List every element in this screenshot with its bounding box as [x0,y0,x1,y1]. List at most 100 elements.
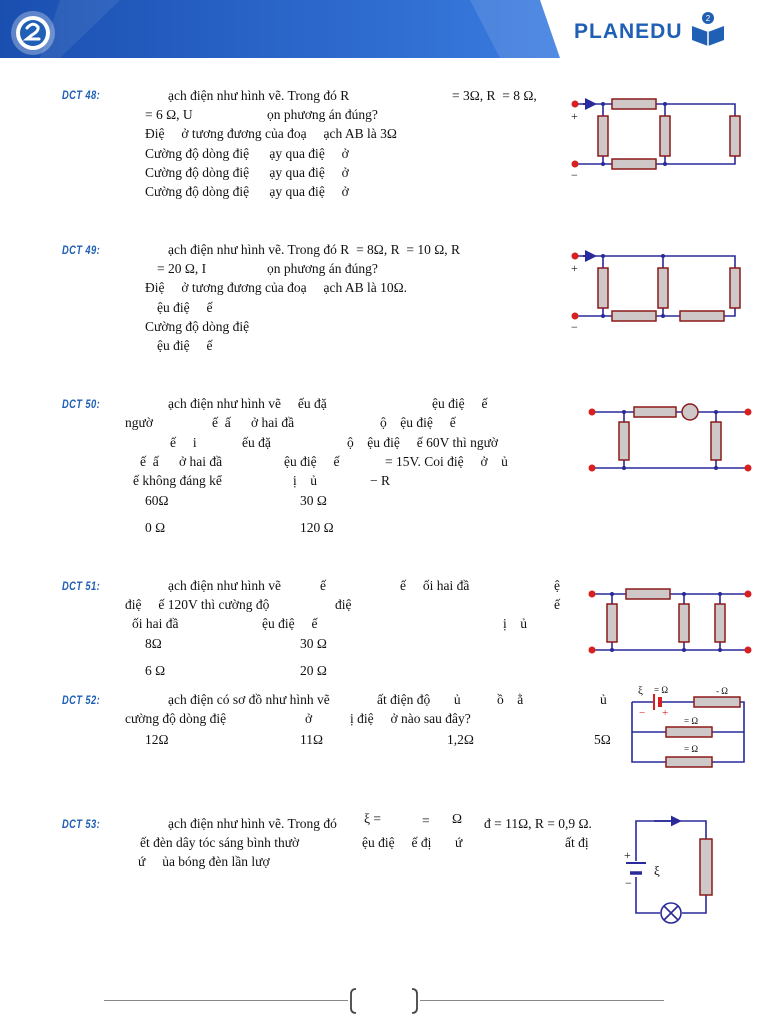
minus-sign: − [571,320,578,332]
question-label: DCT 52: [62,693,101,707]
question-label: DCT 53: [62,817,101,831]
question-text: ệ [554,578,560,593]
circuit-figure-50 [588,403,752,472]
option-text: Điệ ở tương đương của đoạ ạch AB là 10Ω. [145,280,408,295]
question-text: điệ [335,597,352,612]
option-b: 11Ω [300,732,324,747]
option-d: 120 Ω [300,520,334,535]
question-text: ứ ủa bóng đèn lần lượ [138,854,270,869]
question-label: DCT 49: [62,243,101,257]
question-text: ạch điện như hình vẽ. Trong đó [168,816,337,831]
emf-value: = Ω [654,685,668,695]
emf-symbol: ξ [638,685,643,697]
svg-text:2: 2 [706,14,711,23]
emf-symbol: ξ [654,863,660,878]
question-text: ộ ệu điệ ế [380,415,456,430]
book-icon: 2 [692,12,724,46]
question-text: ệu điệ ế [284,454,340,469]
question-text: ọn phương án đúng? [267,107,378,122]
option-d: 5Ω [594,732,611,747]
option-text: Cường độ dòng điệ ạy qua điệ ở [145,184,349,199]
question-text: đ = 11Ω, R = 0,9 Ω. [484,816,592,831]
option-text: Cường độ dòng điệ [145,319,250,334]
question-text: cường độ dòng điệ [125,711,227,726]
minus-sign: − [571,168,578,180]
question-text: = 20 Ω, I [157,261,207,276]
option-c: 6 Ω [145,663,166,678]
page-number-bracket [350,988,418,1014]
option-c: 0 Ω [145,520,166,535]
question-text: = 15V. Coi điệ ở ủ [385,454,508,469]
question-text: ạch điện như hình vẽ [168,578,282,593]
option-text: Cường độ dòng điệ ạy qua điệ ở [145,146,349,161]
question-text: = 6 Ω, U [145,107,193,122]
question-text: ồ ằ [497,692,524,707]
option-b: 30 Ω [300,493,327,508]
question-text: ạch điện như hình vẽ ếu đặ [168,396,327,411]
question-text: điệ ế 120V thì cường độ [125,597,270,612]
question-text: = [422,813,430,828]
question-text: ế [554,597,560,612]
question-text: ết đèn dây tóc sáng bình thườ [140,835,300,850]
question-text: = 3Ω, R = 8 Ω, [452,88,537,103]
header-banner [0,0,560,58]
question-text: ối hai đầ [132,616,179,631]
question-text: ị điệ ở nào sau đây? [350,711,471,726]
question-text: ủ [600,692,607,707]
resistor-label: = Ω [684,716,698,726]
circuit-figure-48: + − [571,98,741,180]
footer-divider [420,1000,664,1001]
question-text: ạch điện như hình vẽ. Trong đó R = 8Ω, R… [168,242,460,257]
option-text: ệu điệ ế [157,338,213,353]
question-text: ế i [170,435,197,450]
resistor-label: - Ω [716,686,728,696]
question-text: ế [320,578,326,593]
question-label: DCT 50: [62,397,101,411]
question-text: Ω [452,811,463,826]
option-text: Điệ ở tương đương của đoạ ạch AB là 3Ω [145,126,397,141]
question-text: ξ = [364,811,382,826]
minus-sign: − [625,876,632,890]
question-text: ệu điệ ế [432,396,488,411]
question-text: ộ ệu điệ ế 60V thì ngườ [347,435,499,450]
question-text: ếu đặ [242,435,271,450]
question-text: ị ủ [503,616,528,631]
option-b: 30 Ω [300,636,327,651]
question-text: ất điện độ ủ [377,692,461,707]
brand-name: PLANEDU [574,20,683,43]
question-text: ạch điện có sơ đồ như hình vẽ [168,692,330,707]
option-a: 12Ω [145,732,169,747]
option-text: Cường độ dòng điệ ạy qua điệ ở [145,165,349,180]
question-text: ở [305,711,313,726]
circuit-figure-53: + − ξ [624,815,713,924]
question-text: ế ối hai đầ [400,578,470,593]
circuit-figure-52: ξ = Ω - Ω = Ω = Ω − + [631,685,745,768]
plus-sign: + [624,848,631,862]
circuit-figure-49: + − [571,250,741,332]
option-a: 60Ω [145,493,169,508]
question-text: ế ấ ở hai đầ [140,454,223,469]
option-d: 20 Ω [300,663,327,678]
question-text: ế ấ ở hai đầ [212,415,295,430]
question-text: ệu điệ ế [262,616,318,631]
footer-divider [104,1000,348,1001]
option-text: ệu điệ ế [157,300,213,315]
question-text: ọn phương án đúng? [267,261,378,276]
plus-sign: + [662,707,668,719]
plus-sign: + [571,261,578,275]
question-label: DCT 51: [62,579,101,593]
question-label: DCT 48: [62,88,101,102]
resistor-label: = Ω [684,744,698,754]
circuit-figure-51 [588,588,752,654]
question-text: ất đị [565,835,589,850]
question-text: ệu điệ ế đị ứ [362,835,463,850]
plus-sign: + [571,109,578,123]
option-a: 8Ω [145,636,162,651]
logo-icon [11,11,55,55]
question-text: ị ủ [293,473,318,488]
option-c: 1,2Ω [447,732,474,747]
question-text: − R [370,473,390,488]
question-text: ế không đáng kể [133,473,222,488]
question-text: ạch điện như hình vẽ. Trong đó R [168,88,350,103]
minus-sign: − [639,707,645,719]
